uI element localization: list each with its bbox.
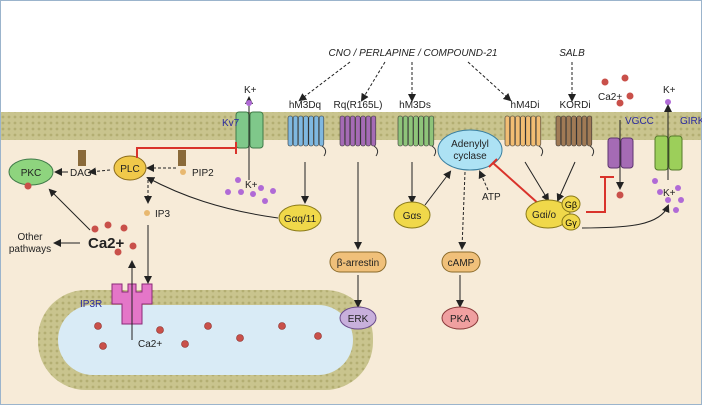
ligand-arrows [298,61,576,102]
receptor-hm4di [504,115,544,157]
k-ion-label: K+ [245,180,258,191]
pathway-arrows [48,161,670,340]
gio-protein: Gαi/o Gβ Gγ [525,195,581,231]
kv7-channel [235,96,264,180]
svg-text:cyclase: cyclase [453,151,487,162]
svg-text:PKC: PKC [21,168,42,179]
gq-protein: Gαq/11 [278,204,322,232]
pkc: PKC [8,158,54,190]
receptor-label: Rq(R165L) [334,100,383,111]
svg-text:Gαs: Gαs [403,211,422,222]
camp: cAMP [441,251,481,273]
atp-label: ATP [482,192,501,203]
dag-lipid [78,150,86,166]
receptor-rqr165l [339,115,379,157]
svg-text:Gαq/11: Gαq/11 [284,214,317,225]
receptor-kordi [555,115,595,157]
pip2-lipid [178,150,186,166]
ip3-label: IP3 [155,209,170,220]
calcium-label: Ca2+ [88,235,125,252]
vgcc-label: VGCC [625,116,654,127]
kv7-label: Kv7 [222,118,240,129]
adenylyl-cyclase: Adenylyl cyclase [437,129,503,171]
k-ion-label: K+ [663,85,676,96]
girk-channel [654,104,683,180]
girk-label: GIRK [680,116,702,127]
beta-arrestin: β-arrestin [329,251,387,273]
k-ion-label: K+ [244,85,257,96]
ligand-salb-label: SALB [559,48,585,59]
ca-ion-label: Ca2+ [598,92,622,103]
potassium-ions [225,99,684,213]
pip2-label: PIP2 [192,168,214,179]
svg-text:Gγ: Gγ [565,218,577,228]
svg-text:PKA: PKA [450,314,470,325]
other-pathways-label-2: pathways [9,244,51,255]
vgcc-channel [607,120,634,190]
receptor-hm3dq [287,115,327,157]
k-ion-label: K+ [663,188,676,199]
inhibition-lines [136,142,614,213]
pka: PKA [441,306,479,330]
dag-label: DAG [70,168,92,179]
receptor-label: hM3Dq [289,100,321,111]
plc: PLC [113,155,147,181]
receptor-label: hM3Ds [399,100,431,111]
svg-text:cAMP: cAMP [448,258,475,269]
receptor-label: hM4Di [511,100,540,111]
ip3r-label: IP3R [80,299,102,310]
svg-text:β-arrestin: β-arrestin [337,258,379,269]
er-calcium-label: Ca2+ [138,339,162,350]
svg-text:PLC: PLC [120,164,139,175]
gs-protein: Gαs [393,201,431,229]
calcium-ions [601,74,634,199]
ligand-cno-label: CNO / PERLAPINE / COMPOUND-21 [329,48,498,59]
svg-text:ERK: ERK [348,314,369,325]
receptor-hm3ds [397,115,437,157]
svg-text:Gβ: Gβ [565,200,577,210]
other-pathways-label: Other [17,232,43,243]
erk: ERK [339,306,377,330]
receptor-label: KORDi [559,100,590,111]
svg-text:Gαi/o: Gαi/o [532,210,557,221]
svg-text:Adenylyl: Adenylyl [451,139,489,150]
